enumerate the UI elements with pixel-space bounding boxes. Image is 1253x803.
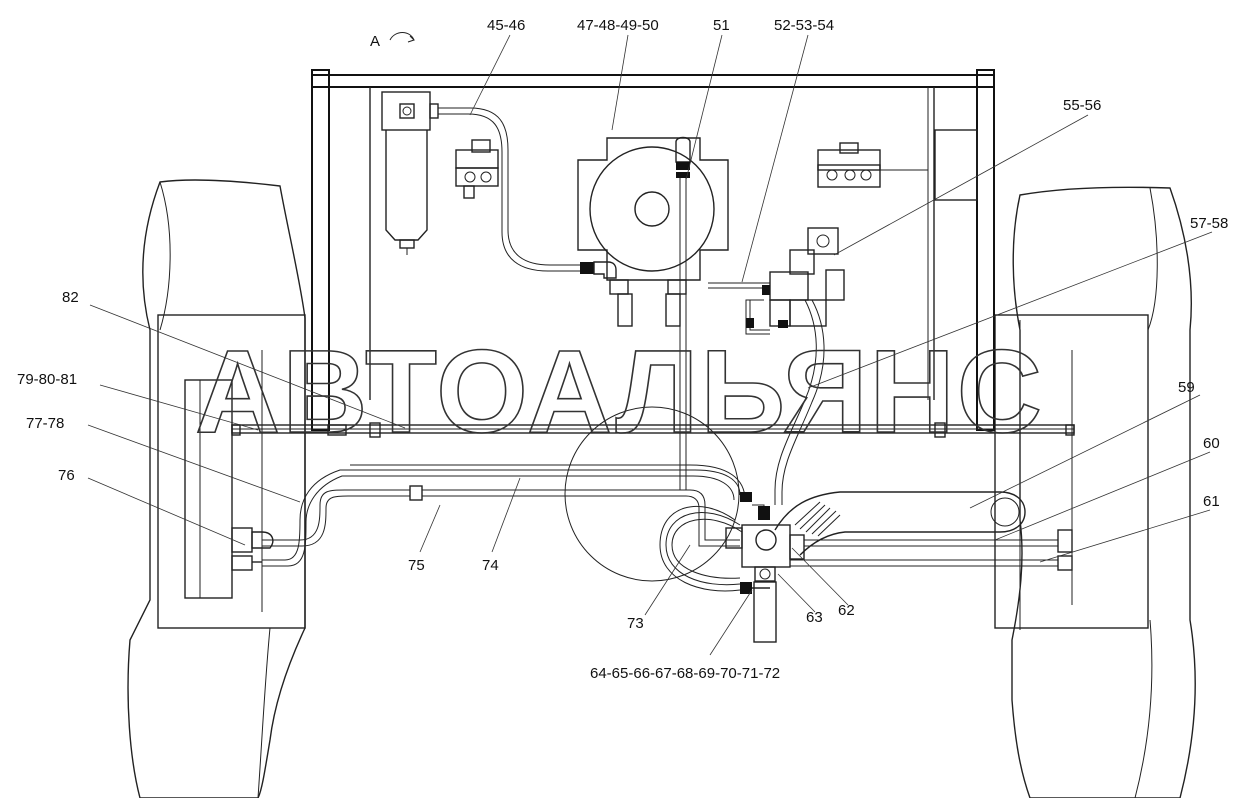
rear-disc xyxy=(564,406,740,582)
callout-52-54: 52-53-54 xyxy=(774,17,834,34)
left-wheel xyxy=(127,179,306,799)
callout-76: 76 xyxy=(58,467,75,484)
callout-77-78: 77-78 xyxy=(26,415,64,432)
callout-55-56: 55-56 xyxy=(1063,97,1101,114)
right-wheel xyxy=(994,186,1196,799)
view-arrow-icon xyxy=(389,32,415,41)
hoses-74-75 xyxy=(262,464,752,567)
valve-block xyxy=(708,142,928,335)
callout-79-81: 79-80-81 xyxy=(17,371,77,388)
callout-63: 63 xyxy=(806,609,823,626)
callout-47-50: 47-48-49-50 xyxy=(577,17,659,34)
callout-labels: 45-46 47-48-49-50 51 52-53-54 55-56 57-5… xyxy=(17,17,1228,682)
pump-housing xyxy=(577,137,729,327)
hose-45-46 xyxy=(438,107,617,279)
pipes-60-61 xyxy=(790,529,1073,571)
callout-60: 60 xyxy=(1203,435,1220,452)
hose-57-58 xyxy=(774,299,817,505)
callout-51: 51 xyxy=(713,17,730,34)
leader-lines xyxy=(87,34,1213,656)
callout-64-72: 64-65-66-67-68-69-70-71-72 xyxy=(590,665,780,682)
frame xyxy=(231,69,1075,438)
watermark: АВТОАЛЬЯНС xyxy=(195,326,1044,458)
hose-73 xyxy=(659,504,770,594)
corrugated-hose xyxy=(774,491,1026,556)
callout-57-58: 57-58 xyxy=(1190,215,1228,232)
callout-45-46: 45-46 xyxy=(487,17,525,34)
pipe-51 xyxy=(675,136,691,490)
callout-62: 62 xyxy=(838,602,855,619)
left-fittings xyxy=(231,527,274,571)
callout-59: 59 xyxy=(1178,379,1195,396)
view-label: A xyxy=(370,33,380,50)
callout-74: 74 xyxy=(482,557,499,574)
callout-73: 73 xyxy=(627,615,644,632)
callout-82: 82 xyxy=(62,289,79,306)
manifold xyxy=(725,506,805,643)
callout-61: 61 xyxy=(1203,493,1220,510)
filter xyxy=(381,91,499,255)
callout-75: 75 xyxy=(408,557,425,574)
